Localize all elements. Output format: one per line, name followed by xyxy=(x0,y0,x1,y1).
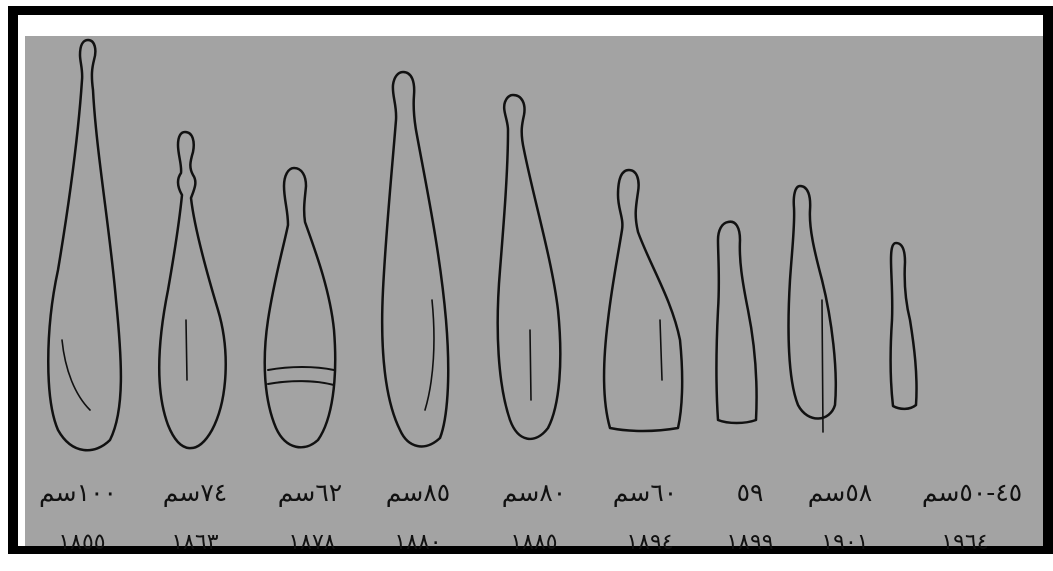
year-label: ١٨٨٠ xyxy=(363,530,473,555)
shape-7-outline xyxy=(717,222,757,423)
shape-2-mark xyxy=(186,320,187,380)
shape-3-outline xyxy=(265,168,335,447)
size-label: ٧٤سم xyxy=(140,478,250,507)
year-label: ١٨٧٨ xyxy=(257,530,367,555)
size-label: ٥٨سم xyxy=(785,478,895,507)
shape-5-mark xyxy=(530,330,531,400)
shape-6-mark xyxy=(660,320,662,380)
year-label: ١٨٥٥ xyxy=(27,530,137,555)
size-label: ٨٥سم xyxy=(363,478,473,507)
shape-1-outline xyxy=(48,40,121,450)
size-label: ٦٠سم xyxy=(590,478,700,507)
year-label: ١٨٦٣ xyxy=(140,530,250,555)
shape-4-mark xyxy=(425,300,434,410)
shape-3-band-top xyxy=(268,367,334,370)
shape-6-outline xyxy=(604,170,682,431)
shape-4-outline xyxy=(382,72,448,446)
size-label: ٦٢سم xyxy=(255,478,365,507)
year-label: ١٨٨٥ xyxy=(479,530,589,555)
shape-3-band-bottom xyxy=(268,381,334,385)
shape-5-outline xyxy=(498,95,561,439)
shape-9-outline xyxy=(891,243,917,409)
year-label: ١٩٠١ xyxy=(790,530,900,555)
size-label: ٤٥-٥٠سم xyxy=(917,478,1027,507)
shape-1-mark xyxy=(62,340,90,410)
shape-2-outline xyxy=(159,132,225,448)
year-label: ١٨٩٩ xyxy=(695,530,805,555)
year-label: ١٩٦٤ xyxy=(910,530,1020,555)
size-label: ٨٠سم xyxy=(479,478,589,507)
year-label: ١٨٩٤ xyxy=(595,530,705,555)
shape-8-outline xyxy=(789,186,836,419)
shape-8-crease xyxy=(822,300,823,432)
size-label: ١٠٠سم xyxy=(23,478,133,507)
